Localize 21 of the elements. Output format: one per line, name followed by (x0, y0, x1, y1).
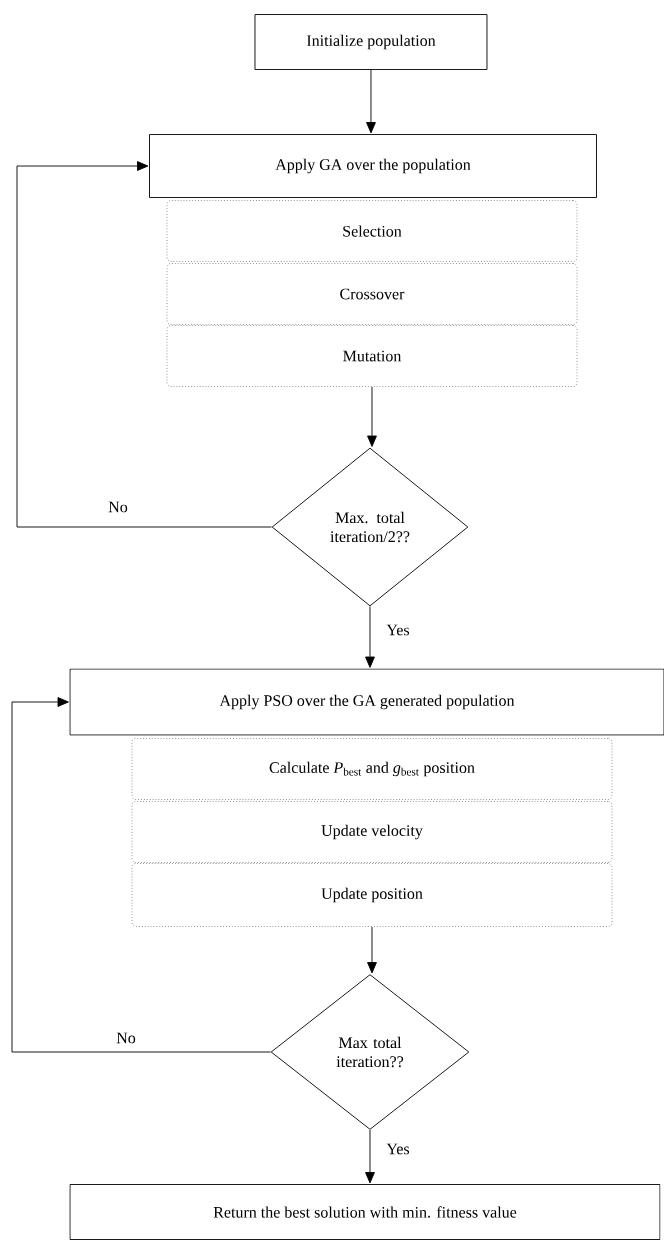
step-box: Selection (166, 200, 578, 262)
edge-label: Yes (385, 623, 411, 637)
step-box: Calculate P$_{best}$ and g$_{best}$ position (131, 738, 613, 800)
process-box: Apply PSO over the GA generated population (69, 668, 664, 736)
edge-label: No (107, 500, 129, 514)
arrow (365, 1129, 375, 1184)
process-box: Apply GA over the population (149, 134, 597, 198)
arrow (367, 926, 377, 974)
process-box: Initialize population (254, 14, 488, 70)
step-box: Update velocity (131, 801, 613, 863)
arrow (367, 386, 377, 447)
edge-label: Yes (385, 1142, 411, 1156)
step-box: Mutation (166, 325, 578, 387)
step-box: Crossover (166, 263, 578, 325)
arrow (16, 161, 272, 528)
edge-label: No (115, 1031, 137, 1045)
arrow (11, 697, 271, 1053)
arrow (366, 69, 376, 134)
step-box: Update position (131, 863, 613, 927)
process-box: Return the best solution with min. fitness value (69, 1184, 661, 1240)
arrow (365, 606, 375, 668)
